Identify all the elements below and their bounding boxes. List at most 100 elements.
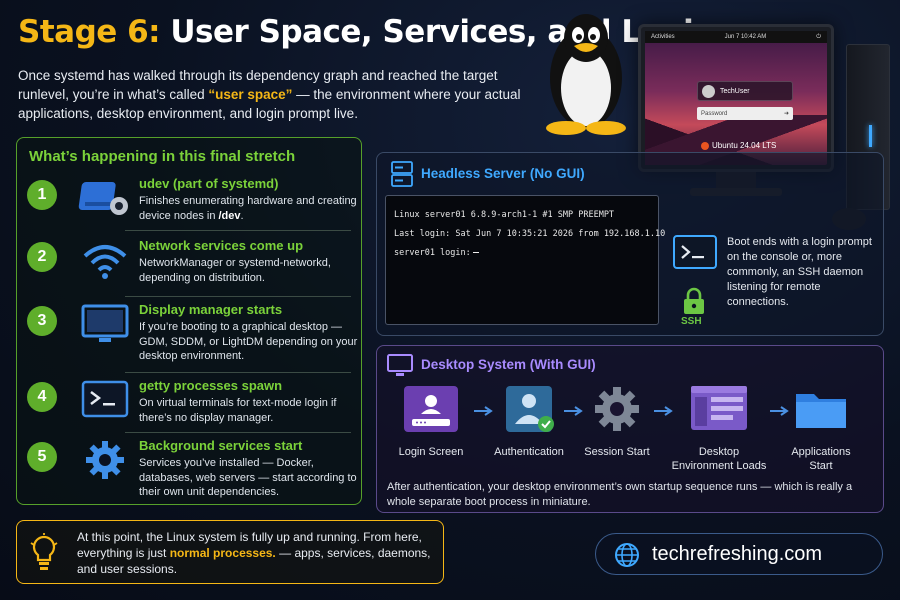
arrow-right-icon <box>770 406 789 416</box>
flow-label: Applications Start <box>791 446 851 472</box>
website-url: techrefreshing.com <box>652 543 823 565</box>
step-number: 4 <box>27 382 57 412</box>
folder-icon <box>796 394 846 428</box>
terminal-line: Linux server01 6.8.9-arch1-1 #1 SMP PREE… <box>394 210 615 220</box>
flow-label: Desktop Environment Loads <box>671 446 767 472</box>
flow-applications-start: Applications Start <box>781 384 861 473</box>
website-badge[interactable]: techrefreshing.com <box>595 533 883 575</box>
arrow-right-icon: ➜ <box>783 111 789 117</box>
divider <box>125 296 351 297</box>
summary-pre: At this point, the Linux system is fully… <box>77 530 422 560</box>
divider <box>125 432 351 433</box>
monitor-icon <box>81 304 129 342</box>
flow-label: Login Screen <box>398 446 464 458</box>
final-stretch-panel: What’s happening in this final stretch 1… <box>16 137 362 505</box>
step-number: 3 <box>27 306 57 336</box>
title-stage: Stage 6: <box>18 14 161 50</box>
step-title: getty processes spawn <box>139 378 283 393</box>
flow-session-start: Session Start <box>577 384 657 459</box>
tux-penguin-icon <box>546 14 626 135</box>
headless-server-panel: Headless Server (No GUI) Linux server01 … <box>376 152 884 336</box>
globe-icon <box>615 543 639 567</box>
summary-post: — apps, services, daemons, and user sess… <box>77 546 431 576</box>
title-text: User Space, Services, and Login <box>170 14 715 50</box>
login-screen-icon <box>404 386 458 432</box>
user-card[interactable]: TechUser <box>697 81 793 101</box>
power-icon: ⏻ <box>816 33 821 40</box>
step-getty: 4 getty processes spawn On virtual termi… <box>27 378 353 432</box>
gear-icon <box>595 387 639 431</box>
step-title: udev (part of systemd) <box>139 176 279 191</box>
wifi-icon <box>83 245 127 279</box>
step-number: 1 <box>27 180 57 210</box>
os-label: Ubuntu 24.04 LTS <box>701 141 776 150</box>
intro-highlight: “user space” <box>208 87 293 102</box>
intro-text: Once systemd has walked through its depe… <box>18 66 538 123</box>
arrow-right-icon <box>654 406 673 416</box>
os-label-text: Ubuntu 24.04 LTS <box>712 141 777 150</box>
desktop-title: Desktop System (With GUI) <box>421 357 596 372</box>
power-led <box>869 125 872 147</box>
flow-label: Authentication <box>494 446 564 458</box>
headless-description: Boot ends with a login prompt on the con… <box>727 236 872 308</box>
step-number: 5 <box>27 442 57 472</box>
login-screen-preview: Activities Jun 7 10:42 AM ⏻ TechUser Pas… <box>645 31 827 165</box>
step-body: NetworkManager or systemd-networkd, depe… <box>139 257 331 284</box>
login-prompt: server01 login: <box>394 248 471 258</box>
divider <box>125 230 351 231</box>
user-check-icon <box>506 386 554 432</box>
panel-title: What’s happening in this final stretch <box>29 148 296 165</box>
step-network: 2 Network services come up NetworkManage… <box>27 238 353 292</box>
flow-login-screen: Login Screen <box>391 384 471 459</box>
headless-title: Headless Server (No GUI) <box>421 166 585 181</box>
monitor-icon <box>387 354 413 376</box>
step-body: Finishes enumerating hardware and creati… <box>139 194 359 223</box>
summary-text: At this point, the Linux system is fully… <box>77 529 437 577</box>
password-field[interactable]: Password ➜ <box>697 107 793 120</box>
step-background-services: 5 Background services start Services you… <box>27 438 357 502</box>
ubuntu-logo-icon <box>701 141 709 150</box>
console-terminal[interactable]: Linux server01 6.8.9-arch1-1 #1 SMP PREE… <box>385 195 666 325</box>
step-title: Display manager starts <box>139 302 283 317</box>
step-body: If you’re booting to a graphical desktop… <box>139 321 358 362</box>
desktop-monitor: Activities Jun 7 10:42 AM ⏻ TechUser Pas… <box>638 24 834 172</box>
clock-label: Jun 7 10:42 AM <box>724 34 767 40</box>
hard-drive-gear-icon <box>78 182 128 215</box>
terminal-prompt-line: server01 login: <box>394 244 658 263</box>
step-udev: 1 udev (part of systemd) Finishes enumer… <box>27 176 357 228</box>
user-name: TechUser <box>720 87 750 95</box>
ssh-label: SSH <box>681 316 702 327</box>
intro-post: — the environment where your actual appl… <box>18 87 521 121</box>
step-body: Services you’ve installed — Docker, data… <box>139 457 357 498</box>
step-title: Background services start <box>139 438 303 453</box>
intro-pre: Once systemd has walked through its depe… <box>18 68 498 102</box>
step-body-strong: /dev <box>218 209 241 222</box>
step-body: On virtual terminals for text-mode login… <box>139 397 337 424</box>
desktop-system-panel: Desktop System (With GUI) Login Screen A… <box>376 345 884 513</box>
lightbulb-icon <box>30 533 58 570</box>
password-placeholder: Password <box>701 110 728 117</box>
activities-label: Activities <box>651 34 675 40</box>
terminal-icon <box>81 380 129 418</box>
gear-icon <box>86 441 124 479</box>
desktop-description: After authentication, your desktop envir… <box>387 481 853 508</box>
server-icon <box>391 161 413 187</box>
divider <box>125 372 351 373</box>
cursor <box>472 251 479 254</box>
screen-topbar: Activities Jun 7 10:42 AM ⏻ <box>645 31 827 43</box>
flow-desktop-environment: Desktop Environment Loads <box>667 384 771 473</box>
step-display-manager: 3 Display manager starts If you’re booti… <box>27 302 357 368</box>
terminal-line: Last login: Sat Jun 7 10:35:21 2026 from… <box>394 229 666 239</box>
summary-box: At this point, the Linux system is fully… <box>16 520 444 584</box>
step-number: 2 <box>27 242 57 272</box>
terminal-icon <box>673 235 717 269</box>
step-title: Network services come up <box>139 238 304 253</box>
step-body-post: . <box>240 209 244 222</box>
lock-icon <box>684 287 704 314</box>
avatar <box>702 85 715 98</box>
arrow-right-icon <box>474 406 493 416</box>
flow-label: Session Start <box>584 446 650 458</box>
flow-authentication: Authentication <box>489 384 569 459</box>
desktop-window-icon <box>691 386 747 430</box>
arrow-right-icon <box>564 406 583 416</box>
